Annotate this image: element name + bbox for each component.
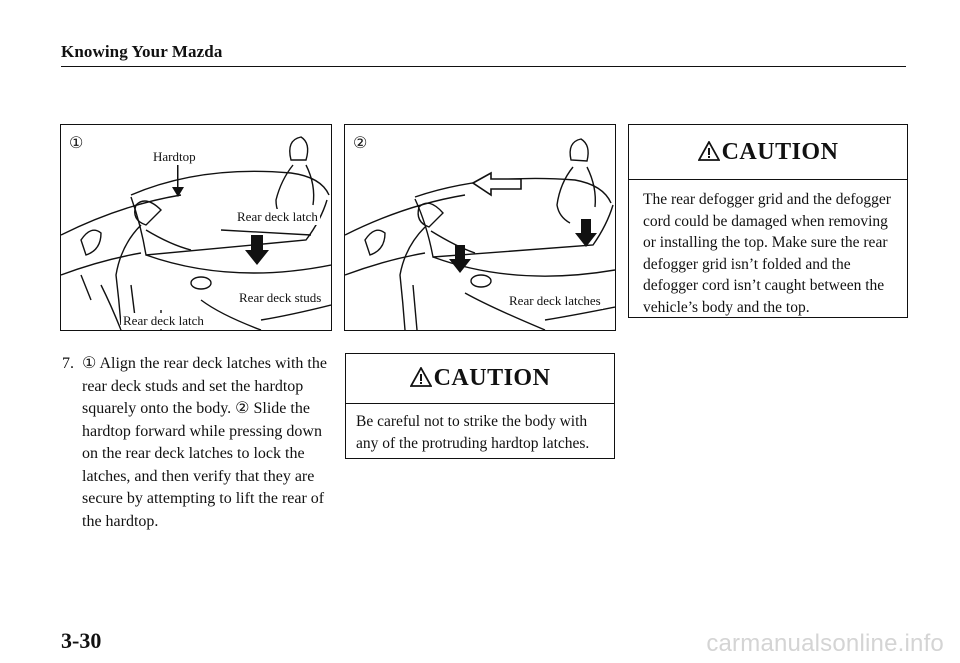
label-rear-deck-studs: Rear deck studs <box>237 290 324 306</box>
caution-header: CAUTION <box>629 125 907 180</box>
label-rear-deck-latch-bottom: Rear deck latch <box>121 313 206 329</box>
figure-1-number: ① <box>69 135 84 152</box>
caution-title: CAUTION <box>721 139 839 165</box>
caution-box-defogger: CAUTION The rear defogger grid and the d… <box>628 124 908 318</box>
warning-triangle-icon <box>697 127 721 181</box>
header-title: Knowing Your Mazda <box>61 42 223 61</box>
label-rear-deck-latch-top: Rear deck latch <box>235 209 320 225</box>
figure-1-illustration <box>61 136 331 330</box>
caution-header: CAUTION <box>346 354 614 404</box>
figure-2-number: ② <box>353 135 368 152</box>
step-7: 7. ① Align the rear deck latches with th… <box>62 353 332 533</box>
warning-triangle-icon <box>409 356 433 405</box>
caution-box-protruding-latches: CAUTION Be careful not to strike the bod… <box>345 353 615 459</box>
step-number: 7. <box>62 355 74 372</box>
header-rule <box>61 66 906 67</box>
figure-2: ② Rear deck latches <box>344 124 616 331</box>
step-text: ① Align the rear deck latches with the r… <box>82 355 327 530</box>
caution-text: The rear defogger grid and the defogger … <box>643 191 891 316</box>
label-rear-deck-latches: Rear deck latches <box>507 293 603 309</box>
label-hardtop: Hardtop <box>151 149 198 165</box>
page-number: 3-30 <box>61 628 102 653</box>
watermark: carmanualsonline.info <box>706 630 944 657</box>
caution-text: Be careful not to strike the body with a… <box>356 413 590 452</box>
figure-2-illustration <box>345 138 615 330</box>
caution-title: CAUTION <box>433 365 551 391</box>
figure-1: ① Hardtop Rear deck latch Rear deck stud… <box>60 124 332 331</box>
